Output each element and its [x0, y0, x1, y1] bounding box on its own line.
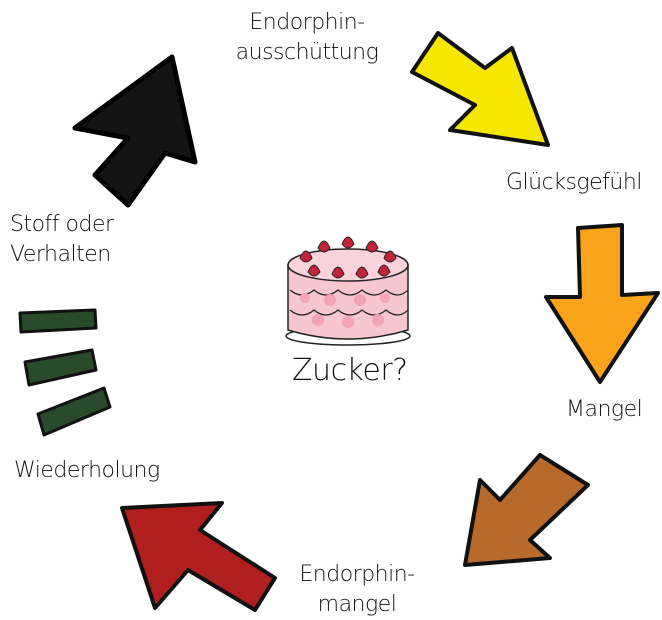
label-line: Verhalten [10, 242, 111, 267]
arrow-endorphin-to-glueck [410, 31, 550, 147]
cake-icon [285, 236, 411, 346]
arrow-mangel-to-endorphinmangel [463, 453, 590, 567]
label-endorphin-ausschuettung: Endorphin- ausschüttung [232, 8, 382, 68]
arrow-stoff-to-endorphin [72, 54, 198, 208]
label-endorphin-mangel: Endorphin- mangel [292, 560, 422, 620]
repeat-bar [23, 348, 98, 387]
arrow-endorphinmangel-to-wiederholung [120, 501, 277, 612]
label-wiederholung: Wiederholung [14, 458, 160, 483]
label-line: Endorphin- [299, 562, 415, 587]
repeat-bar [18, 308, 98, 334]
repeat-bar [36, 386, 112, 437]
label-line: ausschüttung [235, 40, 379, 65]
label-stoff-oder-verhalten: Stoff oder Verhalten [10, 210, 114, 270]
label-line: Stoff oder [10, 212, 114, 237]
label-mangel: Mangel [566, 397, 643, 422]
center-label: Zucker? [292, 353, 408, 388]
label-line: Endorphin- [249, 10, 365, 35]
label-line: mangel [317, 592, 397, 617]
repeat-bars [18, 308, 112, 437]
label-gluecksgefuehl: Glücksgefühl [506, 170, 642, 195]
arrow-glueck-to-mangel [544, 223, 660, 384]
